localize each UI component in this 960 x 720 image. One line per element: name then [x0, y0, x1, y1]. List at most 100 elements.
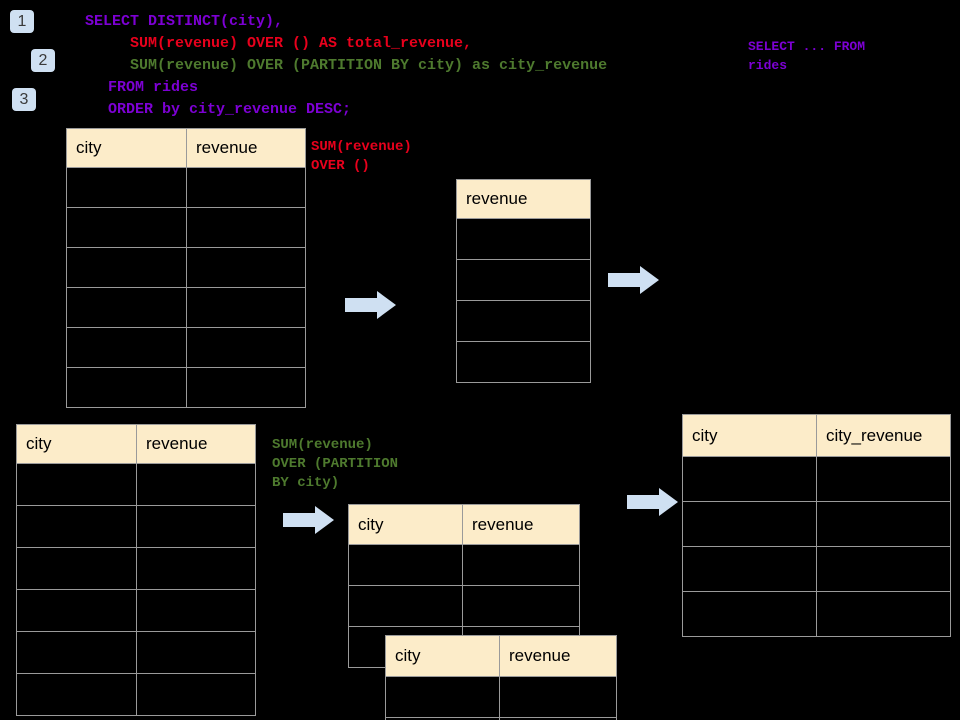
cell-city: [16, 547, 137, 590]
table-row: [456, 218, 591, 260]
table-header-row: city revenue: [385, 635, 617, 677]
cell-revenue: [136, 463, 256, 506]
table-row: [16, 589, 256, 632]
cell-city: [16, 631, 137, 674]
table-row: [66, 367, 306, 408]
table-row: [385, 717, 617, 720]
table-row: [16, 631, 256, 674]
cell-city: [385, 676, 500, 718]
cell-revenue: [136, 631, 256, 674]
table-row: [682, 546, 951, 592]
column-header-city: city: [16, 424, 137, 464]
table-header-row: revenue: [456, 179, 591, 219]
sql-line-total-revenue: SUM(revenue) OVER () AS total_revenue,: [130, 35, 473, 52]
cell-revenue: [136, 547, 256, 590]
cell-revenue: [186, 247, 306, 288]
cell-revenue: [456, 259, 591, 301]
cell-revenue: [186, 367, 306, 408]
table-row: [348, 544, 580, 586]
cell-revenue: [499, 717, 617, 720]
column-header-city: city: [66, 128, 187, 168]
cell-revenue: [136, 673, 256, 716]
table-row: [682, 456, 951, 502]
cell-city: [682, 546, 817, 592]
table-row: [385, 676, 617, 718]
cell-revenue: [186, 207, 306, 248]
table-row: [682, 501, 951, 547]
table-body: [682, 456, 951, 637]
table-row: [66, 327, 306, 368]
table-row: [66, 287, 306, 328]
table-row: [456, 341, 591, 383]
column-header-revenue: revenue: [456, 179, 591, 219]
cell-city: [66, 287, 187, 328]
table-header-row: city revenue: [66, 128, 306, 168]
cell-revenue: [186, 327, 306, 368]
cell-city: [66, 167, 187, 208]
table-header-row: city city_revenue: [682, 414, 951, 457]
column-header-city: city: [682, 414, 817, 457]
sql-line-select: SELECT DISTINCT(city),: [85, 13, 284, 30]
column-header-revenue: revenue: [136, 424, 256, 464]
table-header-row: city revenue: [16, 424, 256, 464]
table-row: [66, 167, 306, 208]
cell-revenue: [456, 300, 591, 342]
table-body: [16, 463, 256, 716]
column-header-revenue: revenue: [462, 504, 580, 545]
table-row: [348, 585, 580, 627]
table-row: [456, 259, 591, 301]
table-row: [682, 591, 951, 637]
cell-revenue: [462, 544, 580, 586]
cell-revenue: [136, 589, 256, 632]
note-sum-over-empty: SUM(revenue) OVER (): [311, 139, 412, 174]
cell-city: [682, 501, 817, 547]
table-header-row: city revenue: [348, 504, 580, 545]
table-body: [385, 676, 617, 720]
cell-city-revenue: [816, 501, 951, 547]
cell-city: [682, 456, 817, 502]
cell-revenue: [456, 341, 591, 383]
table-partition-b: city revenue: [385, 635, 617, 720]
cell-city: [66, 367, 187, 408]
sql-line-city-revenue: SUM(revenue) OVER (PARTITION BY city) as…: [130, 57, 608, 74]
table-source-top: city revenue: [66, 128, 306, 408]
cell-revenue: [499, 676, 617, 718]
arrow-total-to-result-icon: [608, 266, 659, 294]
arrow-partition-to-result-icon: [627, 488, 678, 516]
cell-city-revenue: [816, 591, 951, 637]
step-badge-1: 1: [10, 10, 34, 33]
column-header-city: city: [385, 635, 500, 677]
column-header-city-revenue: city_revenue: [816, 414, 951, 457]
step-badge-2: 2: [31, 49, 55, 72]
cell-city: [66, 327, 187, 368]
cell-city-revenue: [816, 456, 951, 502]
column-header-revenue: revenue: [186, 128, 306, 168]
cell-city: [348, 544, 463, 586]
arrow-source-to-partition-icon: [283, 506, 334, 534]
table-row: [16, 505, 256, 548]
cell-city: [16, 673, 137, 716]
table-body: [456, 218, 591, 383]
cell-revenue: [456, 218, 591, 260]
column-header-revenue: revenue: [499, 635, 617, 677]
sql-line-from: FROM rides: [108, 79, 199, 96]
cell-city: [16, 505, 137, 548]
note-select-from-rides: SELECT ... FROM rides: [748, 39, 866, 73]
table-result: city city_revenue: [682, 414, 951, 637]
table-row: [16, 547, 256, 590]
table-row: [66, 207, 306, 248]
sql-line-order-by: ORDER by city_revenue DESC;: [108, 101, 352, 118]
table-row: [16, 673, 256, 716]
table-body: [66, 167, 306, 408]
step-badge-3: 3: [12, 88, 36, 111]
note-sum-over-partition: SUM(revenue) OVER (PARTITION BY city): [272, 437, 399, 491]
arrow-source-to-total-icon: [345, 291, 396, 319]
table-row: [16, 463, 256, 506]
cell-revenue: [186, 287, 306, 328]
cell-city: [16, 463, 137, 506]
column-header-city: city: [348, 504, 463, 545]
cell-revenue: [186, 167, 306, 208]
table-revenue-total: revenue: [456, 179, 591, 383]
cell-city: [66, 207, 187, 248]
